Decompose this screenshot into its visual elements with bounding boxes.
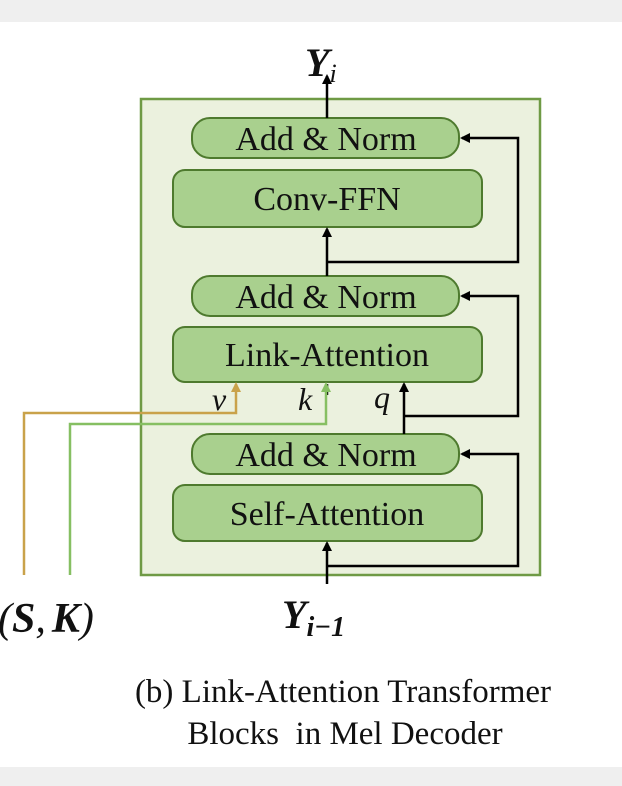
memory-open-paren: (	[0, 596, 15, 642]
link-attention-label: Link-Attention	[225, 337, 429, 374]
add-norm-bottom-label: Add & Norm	[235, 437, 416, 474]
residual-middle	[404, 291, 520, 418]
add-norm-top-label: Add & Norm	[235, 121, 416, 158]
add-norm-middle-box	[191, 275, 460, 317]
output-label: Yi	[305, 40, 337, 88]
conv-ffn-label: Conv-FFN	[253, 181, 400, 218]
add-norm-top-box	[191, 117, 460, 159]
add-norm-bottom-box	[191, 433, 460, 475]
output-label-base: Y	[305, 40, 333, 85]
input-label-base: Y	[282, 592, 310, 637]
v-label: v	[212, 381, 227, 417]
k-label: k	[298, 381, 313, 417]
v-line	[22, 382, 241, 575]
residual-top	[327, 133, 520, 264]
input-label: Yi−1	[282, 592, 345, 643]
residual-bottom	[327, 449, 520, 568]
caption-line-2: Blocks in Mel Decoder	[187, 716, 502, 752]
output-label-sub: i	[329, 59, 336, 88]
memory-label: (S,K)	[0, 596, 94, 642]
q-label: q	[374, 379, 390, 415]
memory-k: K	[51, 596, 83, 642]
add-norm-middle-label: Add & Norm	[235, 279, 416, 316]
k-line	[68, 382, 331, 575]
memory-comma: ,	[35, 596, 46, 642]
self-attention-label: Self-Attention	[230, 496, 425, 533]
memory-s: S	[12, 596, 35, 642]
caption-line-1: (b) Link-Attention Transformer	[135, 674, 551, 710]
memory-close-paren: )	[78, 596, 94, 642]
input-label-sub: i−1	[306, 612, 345, 643]
